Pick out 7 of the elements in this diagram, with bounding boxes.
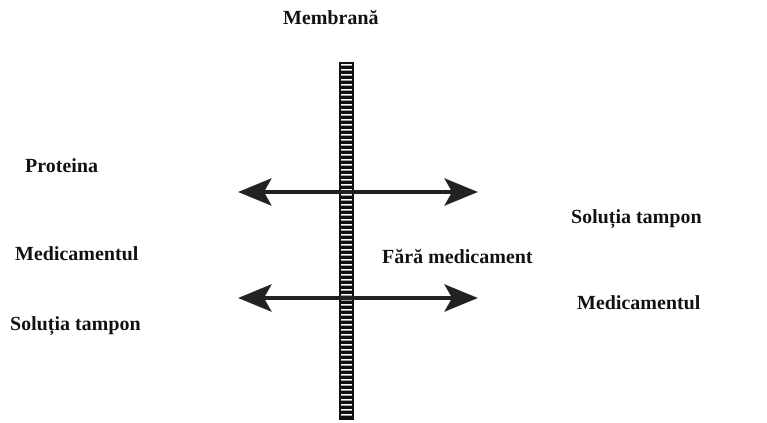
text-label: Fără medicament — [382, 245, 533, 269]
text-label: Membrană — [283, 6, 379, 30]
text-label: Soluția tampon — [10, 312, 141, 336]
text-label: Proteina — [25, 154, 98, 178]
text-label: Soluția tampon — [571, 205, 702, 229]
text-label: Medicamentul — [577, 291, 700, 315]
text-label: Medicamentul — [15, 242, 138, 266]
